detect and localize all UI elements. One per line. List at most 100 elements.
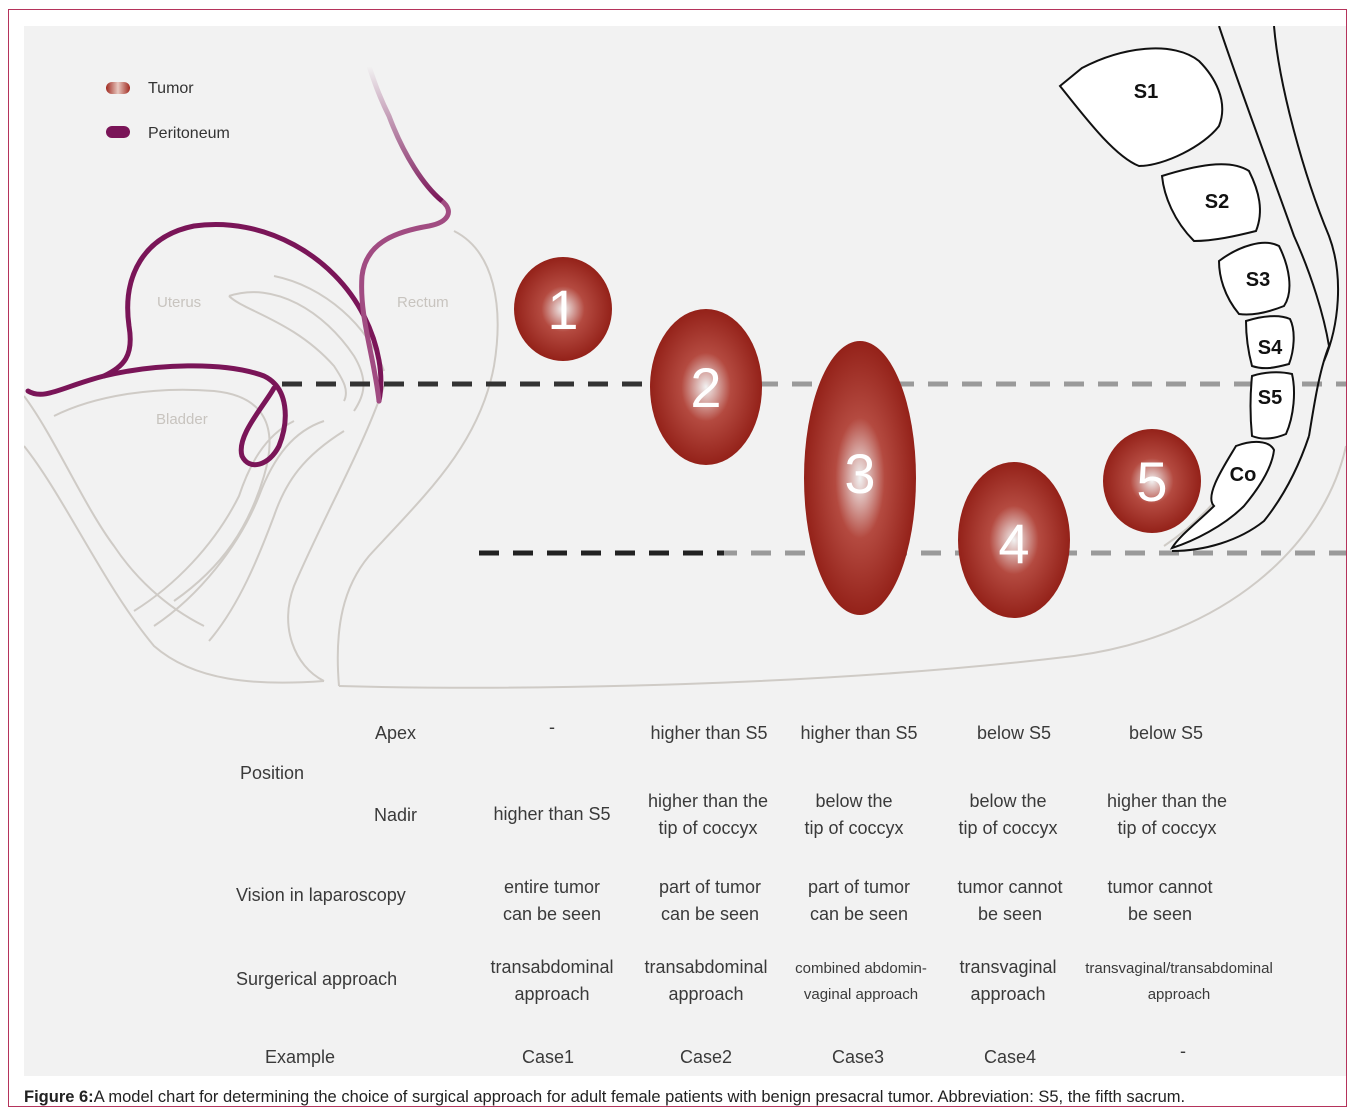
tumor-3: [804, 341, 916, 615]
vision-cell-5-line-2: be seen: [1127, 904, 1193, 924]
tumor-3-number: 3: [844, 442, 875, 505]
vision-cell-1-line-2: can be seen: [502, 904, 602, 924]
apex-cell-2: higher than S5: [650, 723, 768, 743]
apex-cell-1: -: [549, 717, 555, 737]
nadir-cell-4-line-1: below the: [969, 791, 1047, 811]
tumor-2: [650, 309, 762, 465]
tumor-2-number: 2: [690, 356, 721, 419]
vision-cell-4: tumor cannot be seen: [957, 874, 1062, 928]
apex-cell-3: higher than S5: [800, 723, 918, 743]
vision-cell-4-line-2: be seen: [977, 904, 1043, 924]
s1-vertebra: [1058, 47, 1224, 168]
nadir-cell-5-line-2: tip of coccyx: [1117, 818, 1217, 838]
example-label: Example: [265, 1047, 336, 1067]
nadir-cell-1-line-1: higher than S5: [493, 804, 611, 824]
s2-vertebra: [1160, 163, 1261, 243]
example-cell-4: Case4: [983, 1047, 1037, 1067]
approach-cell-5: transvaginal/transabdominal approach: [1085, 956, 1273, 1008]
sacrum-outline: [1171, 26, 1340, 552]
tumor-numbers: 1 2 3 4 5: [547, 278, 1167, 575]
peritoneum-legend-swatch: [106, 126, 130, 138]
vision-cell-2: part of tumor can be seen: [659, 874, 761, 928]
approach-cell-2-line-2: approach: [668, 984, 744, 1004]
reference-lines: [282, 381, 1346, 556]
apex-cell-4: below S5: [976, 723, 1052, 743]
bladder-label: Bladder: [156, 411, 208, 428]
vision-cell-2-line-1: part of tumor: [658, 877, 762, 897]
anatomy-diagram: Tumor Peritoneum Uterus Rectum Bladder: [24, 26, 1346, 689]
nadir-cell-2-line-1: higher than the: [647, 791, 769, 811]
position-label: Position: [240, 763, 305, 783]
example-cell-5: -: [1180, 1041, 1186, 1061]
vision-cell-5: tumor cannot be seen: [1107, 874, 1212, 928]
vision-label: Vision in laparoscopy: [236, 885, 406, 905]
vertebra-labels: S1 S2 S3 S4 S5 Co: [1134, 81, 1283, 486]
approach-cell-5-line-1: transvaginal/transabdominal: [1085, 960, 1273, 977]
rectum-label: Rectum: [397, 294, 449, 311]
nadir-cell-4: below the tip of coccyx: [958, 788, 1057, 842]
s4-vertebra: [1244, 315, 1295, 370]
sacrum: [1058, 47, 1295, 550]
vision-cell-2-line-2: can be seen: [660, 904, 760, 924]
vision-cell-3-line-1: part of tumor: [807, 877, 911, 897]
tumor-legend-swatch: [106, 82, 130, 94]
figure-panel: Tumor Peritoneum Uterus Rectum Bladder: [24, 26, 1346, 1076]
vision-cell-3: part of tumor can be seen: [808, 874, 910, 928]
example-cell-3: Case3: [831, 1047, 885, 1067]
approach-cell-3-line-2: vaginal approach: [803, 986, 919, 1003]
approach-cell-1-line-2: approach: [514, 984, 590, 1004]
pelvic-outline: [24, 230, 1346, 689]
nadir-cell-4-line-2: tip of coccyx: [958, 818, 1058, 838]
example-cell-2: Case2: [679, 1047, 733, 1067]
coccyx: [1169, 440, 1276, 550]
apex-label: Apex: [375, 723, 417, 743]
approach-cell-1: transabdominal approach: [490, 954, 613, 1008]
nadir-label: Nadir: [374, 805, 418, 825]
tumor-4: [958, 462, 1070, 618]
nadir-cell-3-line-1: below the: [815, 791, 893, 811]
nadir-cell-3-line-2: tip of coccyx: [804, 818, 904, 838]
apex-cell-5: below S5: [1128, 723, 1204, 743]
tumor-5: [1103, 429, 1201, 533]
legend-peritoneum-label: Peritoneum: [148, 125, 230, 142]
s1-label: S1: [1134, 81, 1158, 103]
tumors: [514, 257, 1201, 618]
nadir-cell-2: higher than the tip of coccyx: [648, 788, 768, 842]
approach-cell-4: transvaginal approach: [959, 954, 1056, 1008]
caption-label: Figure 6:: [24, 1088, 94, 1106]
approach-cell-2: transabdominal approach: [644, 954, 767, 1008]
tumor-5-number: 5: [1136, 450, 1167, 513]
approach-cell-3: combined abdomin- vaginal approach: [795, 956, 927, 1008]
legend: Tumor Peritoneum: [106, 80, 230, 142]
caption-text: A model chart for determining the choice…: [93, 1088, 1186, 1106]
vision-cell-5-line-1: tumor cannot: [1107, 877, 1213, 897]
tumor-1-number: 1: [547, 278, 578, 341]
s5-vertebra: [1249, 371, 1295, 440]
legend-tumor-label: Tumor: [148, 80, 194, 97]
approach-cell-3-line-1: combined abdomin-: [795, 960, 927, 977]
vision-cell-3-line-2: can be seen: [809, 904, 909, 924]
nadir-cell-1: higher than S5: [493, 801, 610, 828]
peritoneum-line: [25, 198, 451, 468]
nadir-cell-5-line-1: higher than the: [1106, 791, 1228, 811]
figure-caption: Figure 6:A model chart for determining t…: [24, 1088, 1185, 1107]
uterus-label: Uterus: [157, 294, 201, 311]
approach-cell-4-line-2: approach: [970, 984, 1046, 1004]
vision-cell-1-line-1: entire tumor: [503, 877, 601, 897]
approach-cell-1-line-1: transabdominal: [490, 957, 614, 977]
co-label: Co: [1230, 464, 1257, 486]
s4-label: S4: [1258, 337, 1283, 359]
example-cell-1: Case1: [521, 1047, 575, 1067]
vision-cell-4-line-1: tumor cannot: [957, 877, 1063, 897]
approach-label: Surgerical approach: [236, 969, 398, 989]
nadir-cell-2-line-2: tip of coccyx: [658, 818, 758, 838]
approach-cell-5-line-2: approach: [1147, 986, 1211, 1003]
nadir-cell-5: higher than the tip of coccyx: [1107, 788, 1227, 842]
s3-vertebra: [1217, 241, 1291, 316]
approach-cell-2-line-1: transabdominal: [644, 957, 768, 977]
approach-cell-4-line-1: transvaginal: [959, 957, 1057, 977]
tumor-1: [514, 257, 612, 361]
s2-label: S2: [1205, 191, 1229, 213]
s3-label: S3: [1246, 269, 1270, 291]
vision-cell-1: entire tumor can be seen: [503, 874, 601, 928]
